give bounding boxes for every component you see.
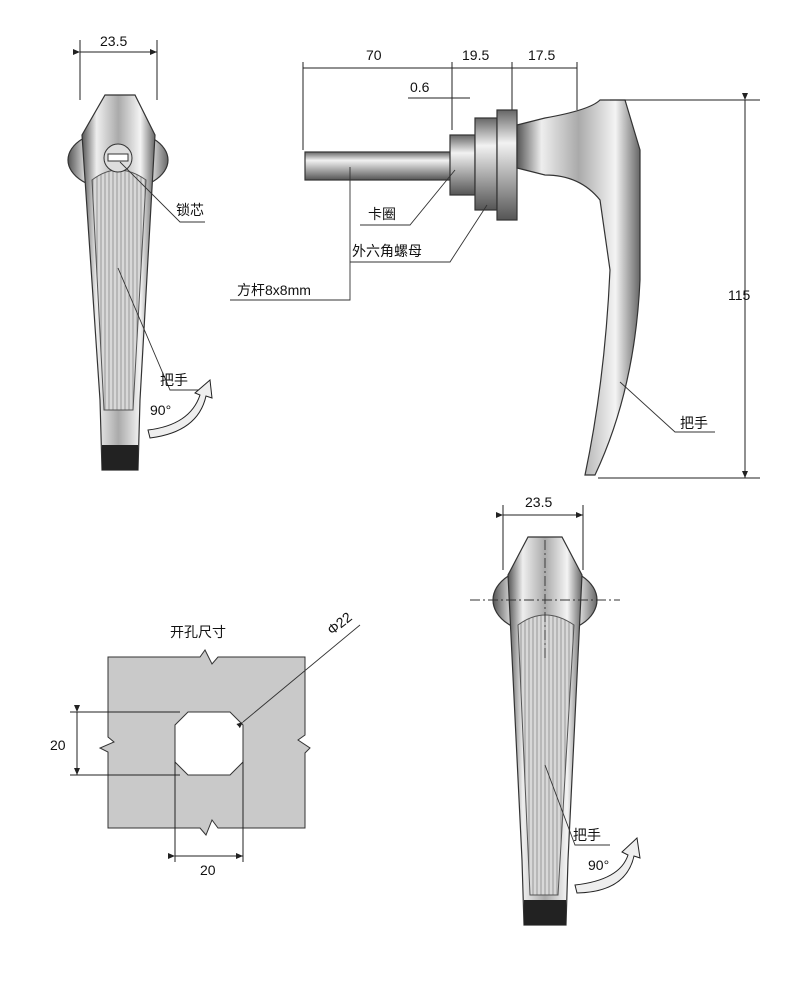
cutout-width-dimension: 20: [200, 862, 216, 878]
handle-label: 把手: [680, 415, 708, 431]
rotation-label: 90°: [588, 857, 609, 873]
body-dimension: 19.5: [462, 47, 489, 63]
square-rod-label: 方杆8x8mm: [237, 282, 311, 298]
cutout-diagram: 开孔尺寸 Φ22 20 20: [50, 609, 361, 878]
head-dimension: 17.5: [528, 47, 555, 63]
rod-length-dimension: 70: [366, 47, 382, 63]
cutout-height-dimension: 20: [50, 737, 66, 753]
lock-core-label: 锁芯: [176, 202, 204, 218]
cutout-hole: [174, 711, 244, 776]
handle-lever: [516, 99, 641, 476]
cutout-title: 开孔尺寸: [170, 624, 226, 640]
handle-label: 把手: [573, 827, 601, 843]
width-dimension: 23.5: [525, 494, 552, 510]
handle-label: 把手: [160, 372, 188, 388]
circlip-label: 卡圈: [368, 206, 396, 222]
hex-nut: [474, 117, 498, 211]
rotation-label: 90°: [150, 402, 171, 418]
rotate-arrow-icon: [147, 378, 213, 439]
gap-dimension: 0.6: [410, 79, 430, 95]
square-rod: [304, 151, 454, 181]
rotate-arrow-icon: [574, 836, 641, 894]
front-view-handle: 23.5 锁芯 把手 90°: [67, 33, 213, 471]
hex-nut-label: 外六角螺母: [352, 243, 422, 259]
side-view-handle: 70 19.5 17.5 0.6 115 方杆8x8mm 卡圈 外六角螺母 把手: [230, 47, 760, 479]
height-dimension: 115: [728, 287, 751, 303]
bottom-view-handle: 23.5 把手 90°: [470, 494, 641, 926]
width-dimension: 23.5: [100, 33, 127, 49]
